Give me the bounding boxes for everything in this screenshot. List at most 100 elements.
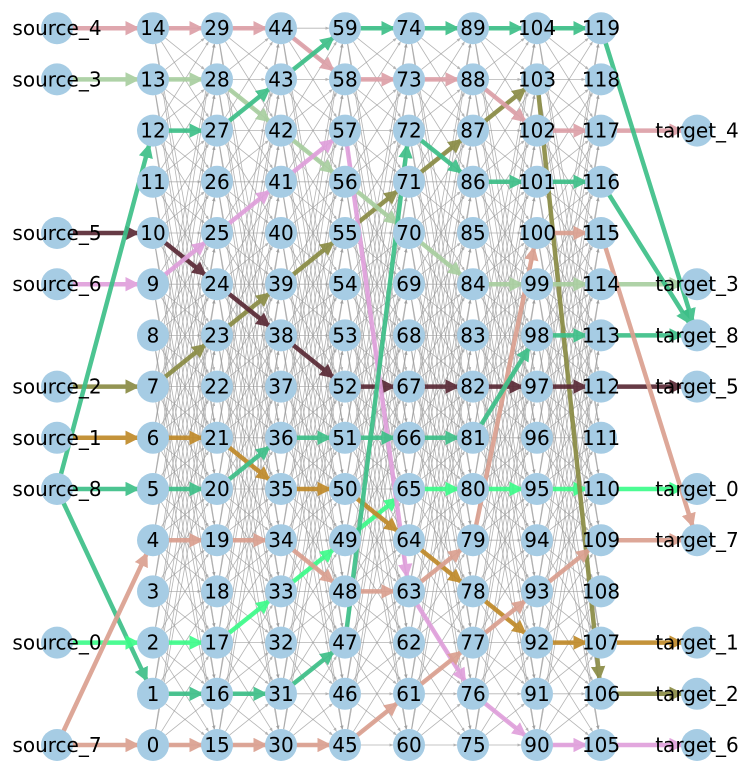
node-52-label: 52 (332, 375, 357, 399)
node-30-circle (265, 729, 297, 761)
mesh-edge (421, 703, 461, 736)
node-80-circle (457, 473, 489, 505)
node-0-circle (137, 729, 169, 761)
source-node-source_1-circle (41, 421, 73, 454)
node-16-label: 16 (204, 682, 229, 706)
node-58-circle (329, 63, 361, 96)
node-49-label: 49 (332, 528, 357, 552)
node-106-circle (585, 677, 617, 710)
mesh-edge (417, 553, 465, 630)
node-23-circle (201, 319, 233, 352)
mesh-edge (155, 248, 216, 577)
node-24-label: 24 (204, 272, 229, 296)
source-node-source_4-label: source_4 (12, 16, 101, 40)
mesh-edge (411, 351, 472, 730)
source-node-source_3-circle (41, 63, 73, 96)
node-77-circle (457, 626, 489, 659)
mesh-edge (475, 248, 536, 577)
node-71-label: 71 (396, 170, 421, 194)
node-118-label: 118 (582, 67, 620, 91)
node-20-label: 20 (204, 477, 229, 501)
node-42-label: 42 (268, 119, 293, 143)
mesh-edge (545, 655, 593, 732)
mesh-edge (481, 92, 529, 169)
node-100-circle (521, 217, 553, 249)
mesh-edge (155, 351, 216, 679)
node-77-label: 77 (460, 631, 485, 655)
mesh-edge (485, 140, 525, 173)
node-61-label: 61 (396, 682, 421, 706)
node-5-label: 5 (147, 477, 160, 501)
path-7b-edge (547, 547, 591, 584)
mesh-edge (353, 655, 401, 732)
node-99-label: 99 (524, 272, 549, 296)
node-31-label: 31 (268, 682, 293, 706)
node-8-circle (137, 319, 169, 352)
target-node-target_6-label: target_6 (655, 733, 739, 757)
mesh-edge (539, 197, 600, 525)
mesh-edge (219, 248, 280, 628)
mesh-edge (165, 703, 205, 736)
source-link-source_8 (61, 501, 149, 682)
node-63-circle (393, 575, 425, 608)
mesh-edge (165, 601, 205, 633)
node-30-label: 30 (268, 733, 293, 757)
node-13-circle (137, 63, 169, 96)
node-28-circle (201, 63, 233, 96)
target-node-target_5-label: target_5 (655, 375, 739, 399)
mesh-edge (411, 248, 472, 577)
mesh-edge (283, 351, 344, 730)
mesh-edges (155, 26, 600, 747)
node-89-label: 89 (460, 16, 485, 40)
node-94-label: 94 (524, 528, 549, 552)
mesh-edge (165, 37, 205, 70)
node-104-label: 104 (518, 16, 556, 40)
target-link-target_8 (607, 193, 691, 325)
mesh-edge (155, 146, 216, 525)
node-65-label: 65 (396, 477, 421, 501)
path-0-edge (227, 599, 271, 635)
node-105-circle (585, 729, 617, 761)
source-node-source_3-label: source_3 (12, 67, 101, 91)
node-54-label: 54 (332, 272, 357, 296)
node-65-circle (393, 473, 425, 505)
mesh-edge (353, 604, 401, 681)
node-101-label: 101 (518, 170, 556, 194)
node-112-circle (585, 370, 617, 403)
mesh-edge (347, 402, 408, 730)
node-23-label: 23 (204, 323, 229, 347)
path-8b-edge (227, 87, 271, 123)
node-17-label: 17 (204, 631, 229, 655)
mesh-edge (283, 95, 344, 474)
mesh-edge (283, 146, 344, 525)
mesh-edge (347, 299, 408, 679)
node-96-label: 96 (524, 426, 549, 450)
node-9-label: 9 (147, 272, 160, 296)
mesh-edge (229, 37, 269, 70)
node-56-label: 56 (332, 170, 357, 194)
node-88-label: 88 (460, 67, 485, 91)
node-56-circle (329, 165, 361, 198)
node-42-circle (265, 114, 297, 147)
node-91-circle (521, 677, 553, 710)
mesh-edge (219, 197, 280, 576)
node-82-label: 82 (460, 375, 485, 399)
mesh-edge (481, 41, 529, 118)
node-87-circle (457, 114, 489, 147)
node-39-label: 39 (268, 272, 293, 296)
mesh-edge (155, 43, 216, 372)
mesh-edge (155, 197, 216, 576)
node-3-label: 3 (147, 579, 160, 603)
node-110-label: 110 (582, 477, 620, 501)
node-17-circle (201, 626, 233, 659)
node-2-circle (137, 626, 169, 659)
node-29-circle (201, 12, 233, 45)
node-107-circle (585, 626, 617, 659)
node-91-label: 91 (524, 682, 549, 706)
path-5-edge (291, 343, 335, 379)
target-link-target_8 (603, 41, 696, 323)
node-14-label: 14 (140, 16, 165, 40)
node-7-label: 7 (147, 375, 160, 399)
node-0-label: 0 (147, 733, 160, 757)
mesh-edge (155, 402, 216, 730)
